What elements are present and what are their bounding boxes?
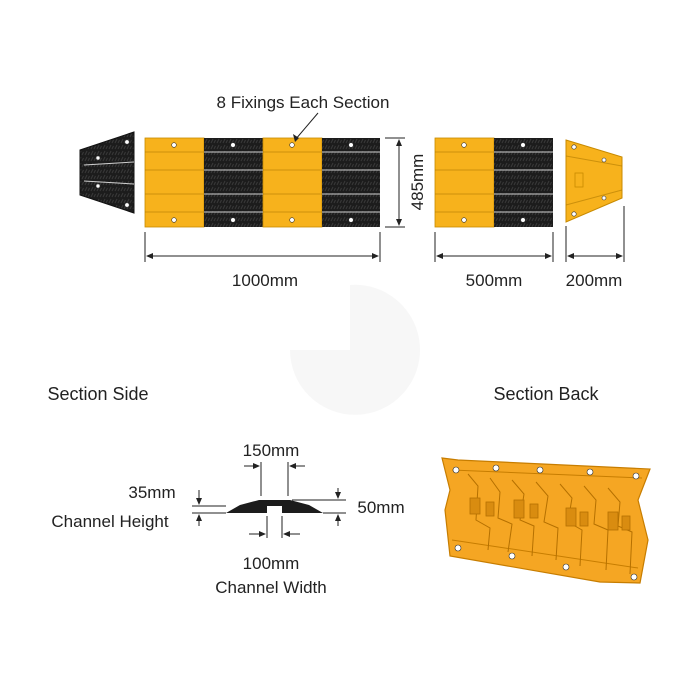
width-1000-label: 1000mm	[232, 271, 298, 290]
channel-height-label: Channel Height	[51, 512, 168, 531]
ramp-section-500	[434, 137, 553, 228]
end-cap-right	[565, 139, 623, 223]
width-150-label: 150mm	[243, 441, 300, 460]
fixings-callout: 8 Fixings Each Section	[217, 93, 390, 142]
fixings-label: 8 Fixings Each Section	[217, 93, 390, 112]
yellow-panel-500	[434, 137, 495, 228]
dimension-485: 485mm	[385, 137, 427, 228]
ramp-section-1000	[144, 137, 380, 228]
channel-width-label: Channel Width	[215, 578, 327, 597]
width-100-label: 100mm	[243, 554, 300, 573]
height-50-label: 50mm	[357, 498, 404, 517]
dimension-500: 500mm	[434, 232, 554, 290]
watermark-logo	[290, 284, 420, 415]
width-500-label: 500mm	[466, 271, 523, 290]
height-35-label: 35mm	[128, 483, 175, 502]
dimension-1000: 1000mm	[144, 232, 381, 290]
black-panel-2	[322, 138, 380, 227]
black-panel-1	[204, 138, 263, 227]
end-cap-left	[79, 131, 135, 214]
width-200-label: 200mm	[566, 271, 623, 290]
yellow-panel-2	[262, 137, 323, 228]
black-panel-500	[494, 138, 553, 227]
section-back-title: Section Back	[493, 384, 599, 404]
section-side-title: Section Side	[47, 384, 148, 404]
yellow-panel-1	[144, 137, 205, 228]
section-back-view	[441, 457, 651, 584]
dimension-200: 200mm	[565, 206, 625, 290]
height-485-label: 485mm	[408, 154, 427, 211]
section-side-profile: 150mm 35mm Channel Height 50mm 100mm Cha…	[51, 441, 404, 597]
